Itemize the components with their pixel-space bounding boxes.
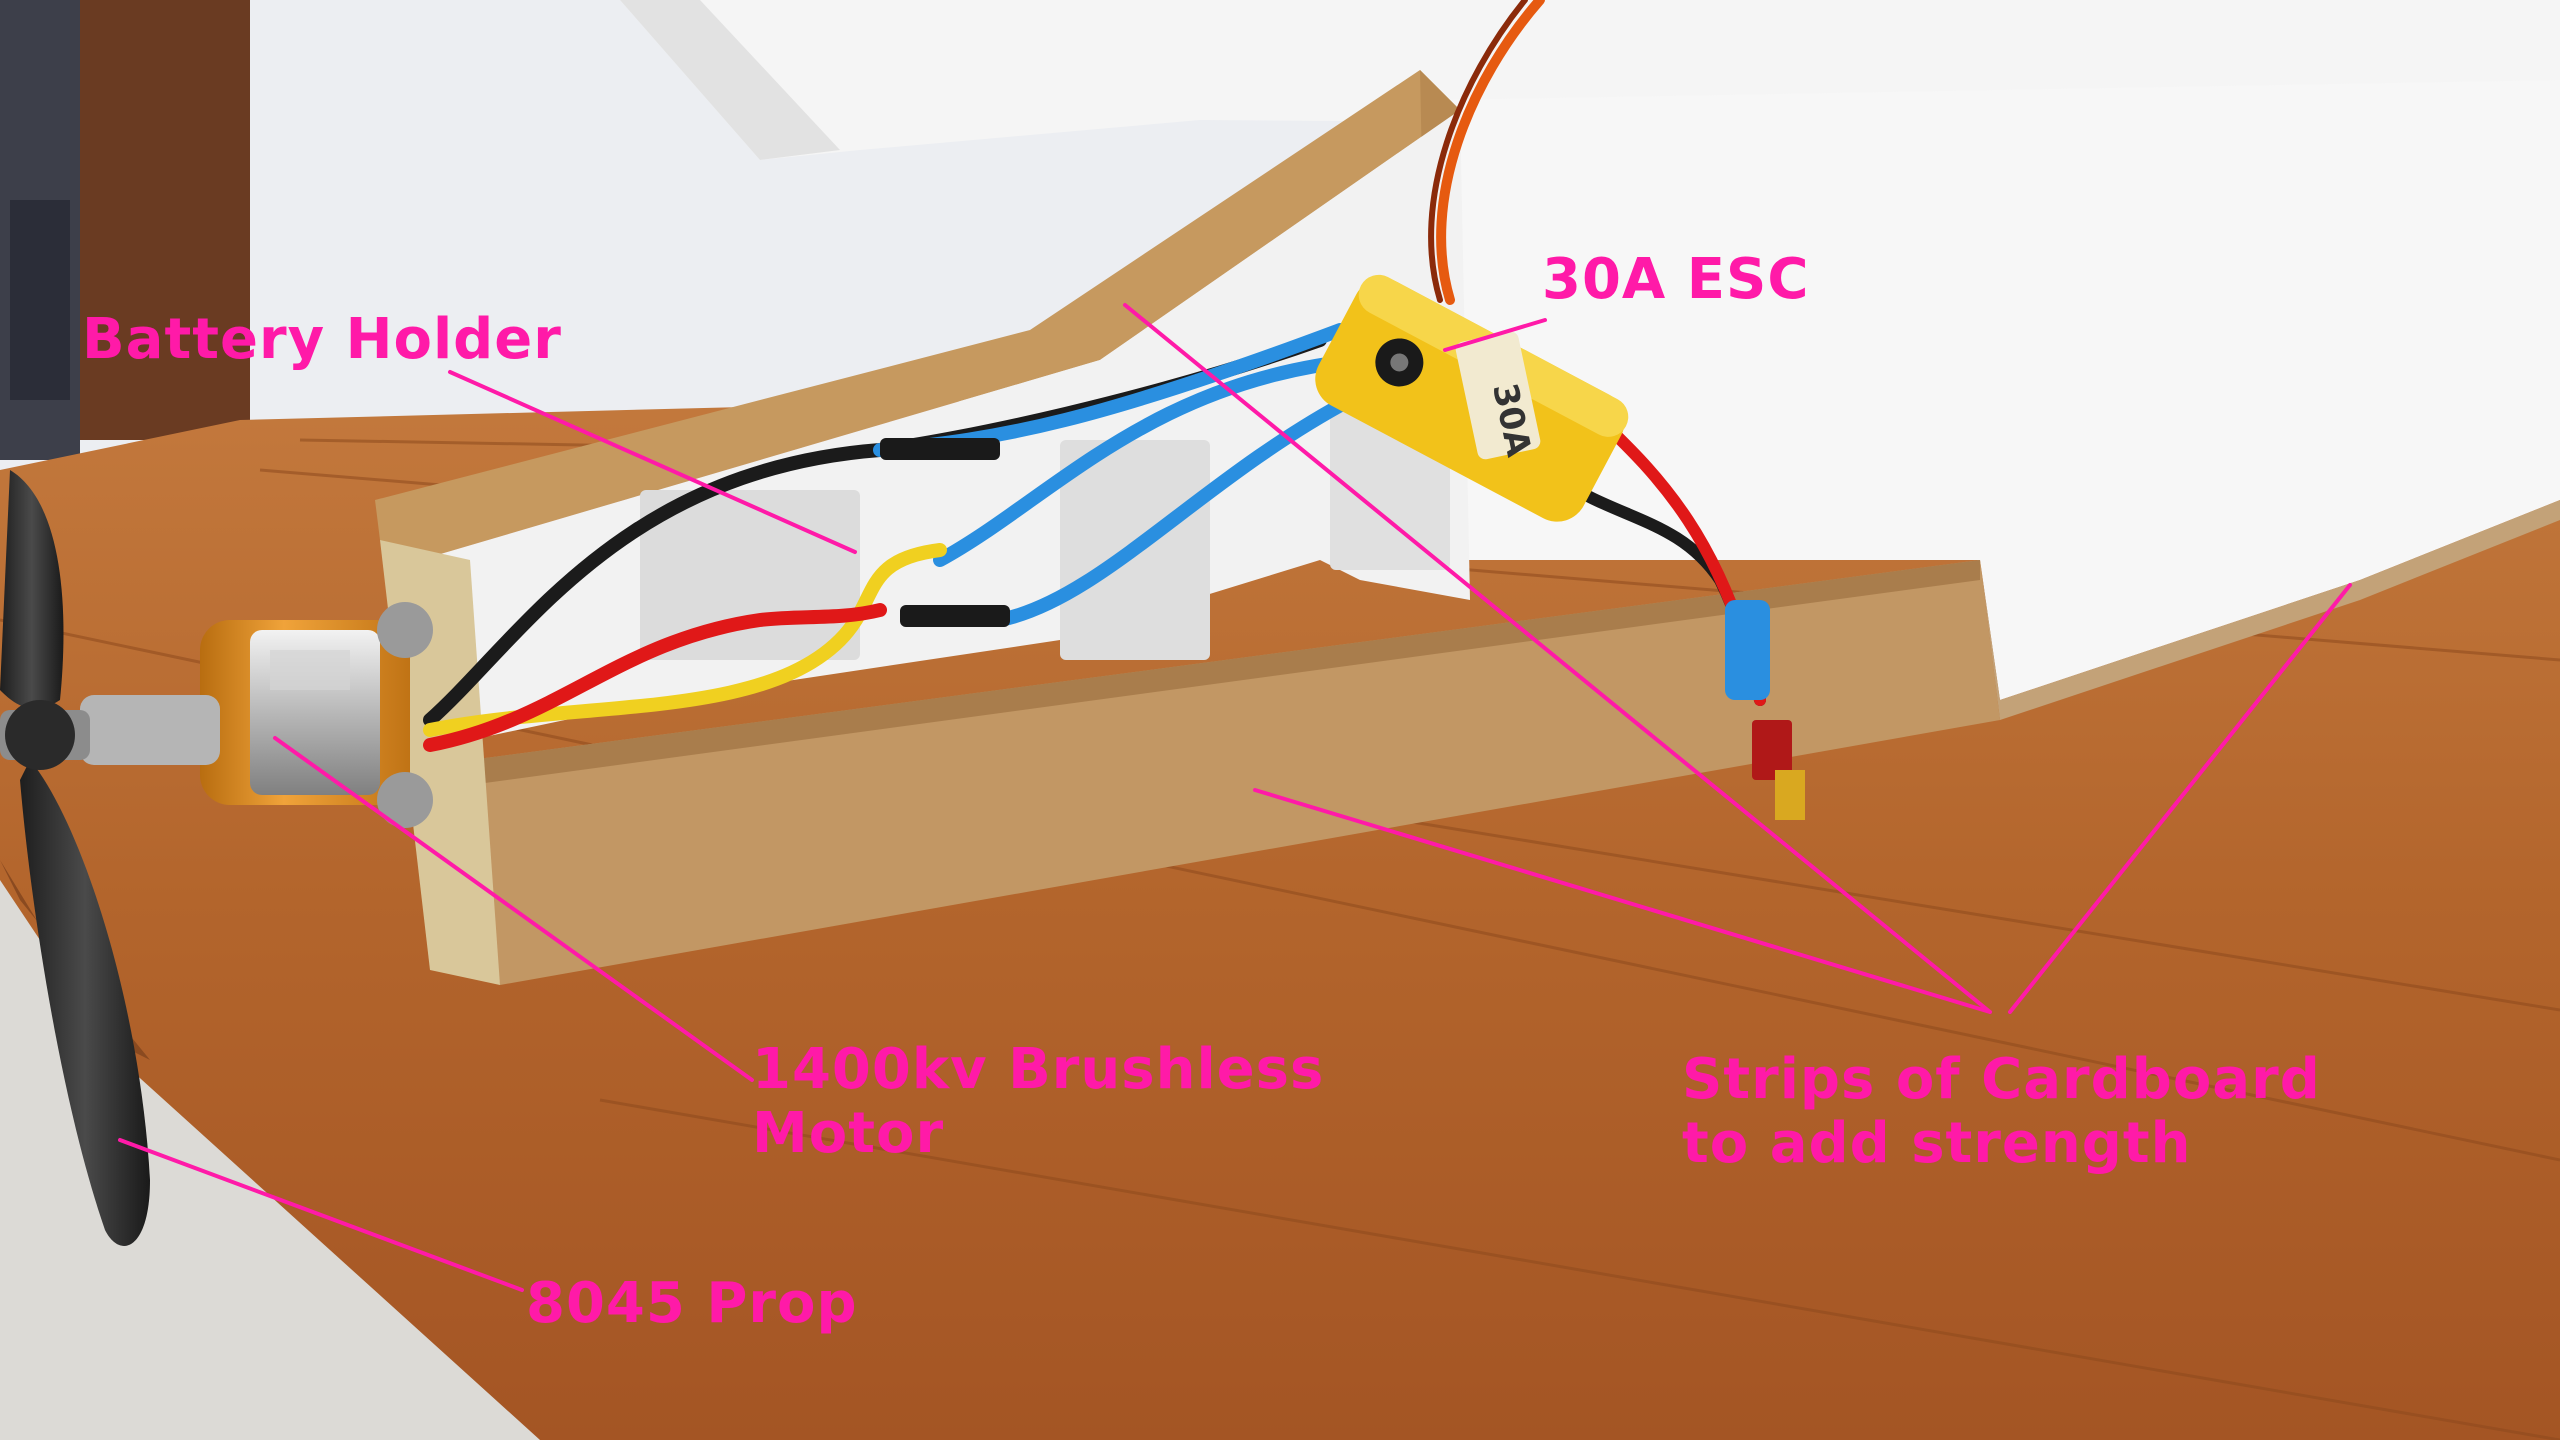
door-frame <box>70 0 250 440</box>
pointer-prop <box>118 1138 524 1292</box>
t-plug <box>1752 720 1792 780</box>
brushless-motor <box>0 602 433 828</box>
prop-label: 8045 Prop <box>526 1271 858 1336</box>
foam-fuselage <box>1440 80 2560 700</box>
pointer-battery-holder <box>448 370 857 554</box>
pointer-strip-fuselage <box>2008 583 2352 1014</box>
battery-holder-label: Battery Holder <box>82 307 562 372</box>
esc-sticker <box>1455 331 1541 460</box>
esc-label: 30A ESC <box>1542 247 1810 312</box>
propeller <box>0 470 150 1246</box>
motor-label-line2: Motor <box>752 1101 945 1167</box>
motor-label: 1400kv Brushless Motor <box>752 1037 1325 1167</box>
strips-label-line2: to add strength <box>1682 1111 2192 1177</box>
pointer-strip-side <box>1253 788 1992 1014</box>
pointer-motor <box>273 736 754 1082</box>
strips-label-line1: Strips of Cardboard <box>1682 1047 2321 1112</box>
pointer-esc <box>1443 318 1547 352</box>
pointer-strip-ramp <box>1123 303 1992 1014</box>
annotation-lines <box>118 303 2352 1292</box>
cardboard-strips-label: Strips of Cardboard to add strength <box>1682 1047 2321 1177</box>
motor-label-line1: 1400kv Brushless <box>752 1037 1325 1102</box>
cardboard-strip <box>470 560 2000 985</box>
table-edge <box>0 880 540 1440</box>
cardboard-ramp <box>375 70 1460 560</box>
